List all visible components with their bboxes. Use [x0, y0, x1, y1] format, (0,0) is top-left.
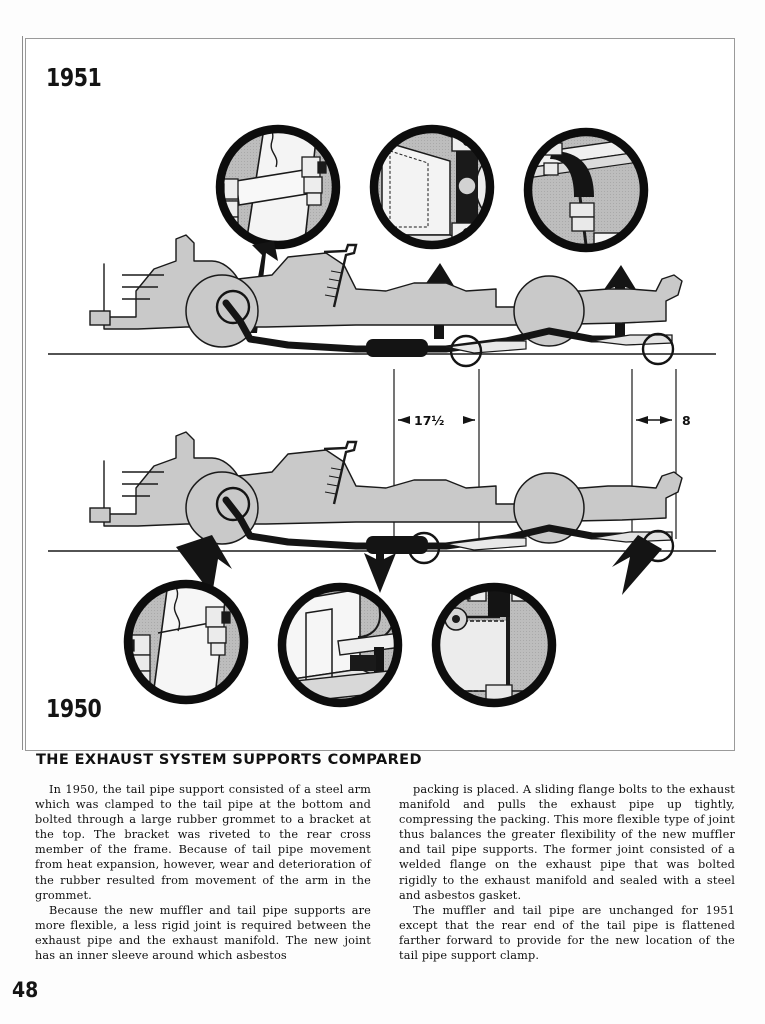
detail-circle-top-left: [215, 124, 341, 250]
year-label-1951: 1951: [46, 63, 102, 92]
detail-circle-bottom-left: [123, 579, 249, 705]
text-column-right: packing is placed. A sliding flange bolt…: [399, 782, 735, 963]
chassis-view-1951: [48, 234, 716, 368]
year-label-1950: 1950: [46, 694, 102, 723]
dimension-17-half-label: 17½: [414, 413, 444, 428]
callout-arrow-bottom-right: [612, 535, 662, 595]
callout-arrow-bottom-left: [176, 535, 232, 595]
detail-circle-bottom-center: [277, 582, 403, 708]
paragraph-left-2: Because the new muffler and tail pipe su…: [35, 903, 371, 963]
text-column-left: In 1950, the tail pipe support consisted…: [35, 782, 371, 963]
body-columns: In 1950, the tail pipe support consisted…: [35, 782, 735, 963]
detail-circle-bottom-right: [431, 582, 557, 708]
page-number: 48: [12, 978, 39, 1002]
chassis-view-1950: [48, 431, 716, 565]
paragraph-right-1: packing is placed. A sliding flange bolt…: [399, 783, 735, 902]
left-gutter-rule: [22, 36, 23, 750]
figure-heading: THE EXHAUST SYSTEM SUPPORTS COMPARED: [36, 752, 422, 768]
dimension-8: 8: [636, 413, 691, 428]
detail-circle-top-right: [523, 127, 649, 253]
detail-circle-top-center: [369, 124, 495, 250]
callout-arrow-bottom-center: [364, 547, 396, 593]
figure-frame: 1951 1950: [25, 38, 735, 751]
paragraph-left-1: In 1950, the tail pipe support consisted…: [35, 783, 371, 902]
dimension-17-half: 17½: [398, 413, 475, 428]
dimension-8-label: 8: [682, 413, 691, 428]
exhaust-system-illustration: 17½ 8: [48, 124, 716, 708]
paragraph-right-2: The muffler and tail pipe are unchanged …: [399, 903, 735, 963]
